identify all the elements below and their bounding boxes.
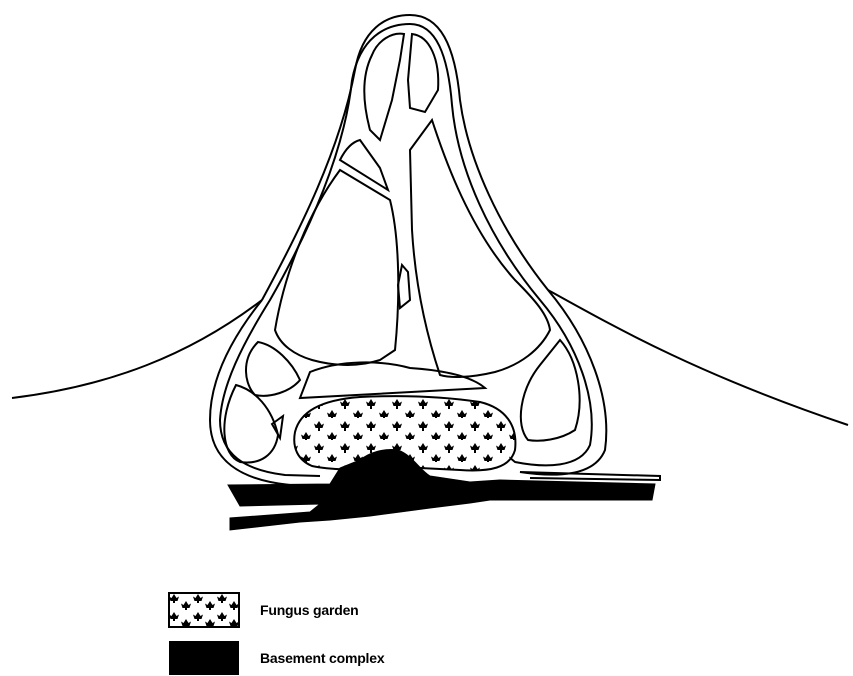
chamber-bottom-left [224,385,278,463]
basement-complex-swatch [168,640,240,676]
fungus-garden-swatch [168,592,240,628]
chamber-right-large [410,120,550,377]
legend-label-fungus: Fungus garden [260,602,359,618]
chamber-left-large [275,170,398,365]
legend-label-basement: Basement complex [260,650,384,666]
chamber-top-right [408,34,438,112]
chamber-lower-center [300,362,485,398]
chamber-central-slit [398,265,410,308]
legend-row-fungus: Fungus garden [168,592,359,628]
chamber-left-upper [340,140,388,190]
chamber-top-left [364,34,404,140]
legend-row-basement: Basement complex [168,640,384,676]
